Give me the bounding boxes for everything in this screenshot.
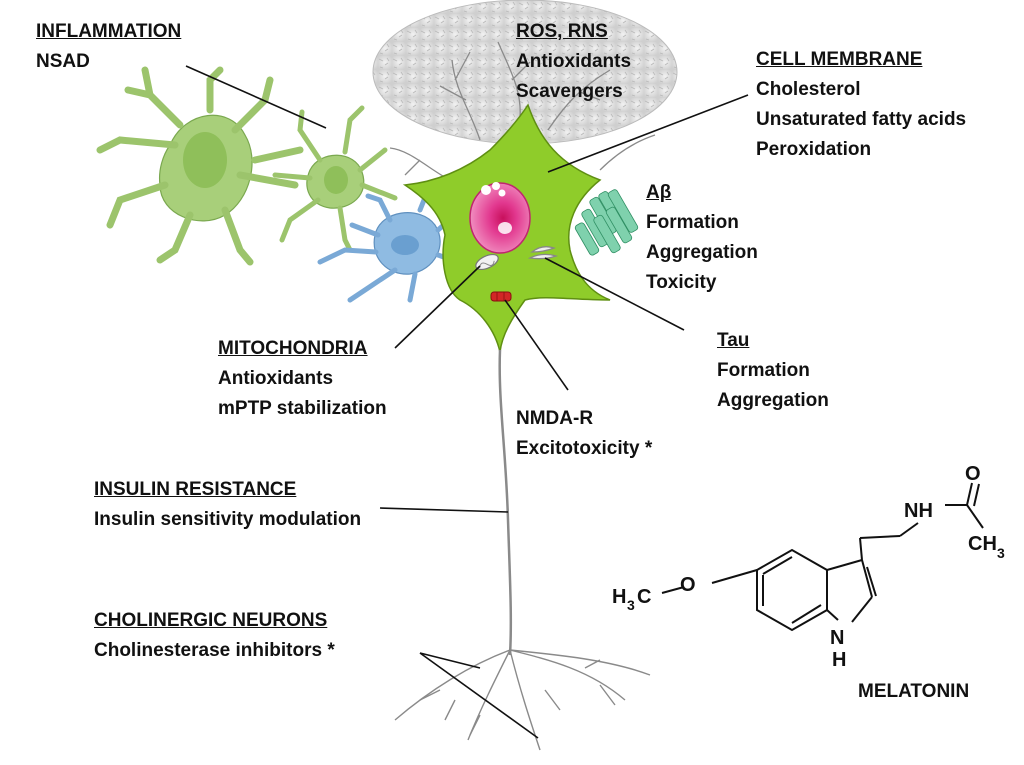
label-mitochondria: MITOCHONDRIA Antioxidants mPTP stabiliza…: [218, 334, 387, 424]
pointer-tau: [544, 257, 685, 331]
atom-nh: NH: [904, 500, 933, 522]
mitochondria-organelle: [475, 253, 499, 271]
label-cholinergic-title: CHOLINERGIC NEURONS: [94, 610, 328, 631]
pointer-cell-membrane: [547, 94, 749, 173]
melatonin-structure: [661, 482, 984, 632]
label-nmda-title: NMDA-R: [516, 408, 594, 429]
label-tau-line-1: Formation: [717, 360, 810, 381]
label-abeta-title: Aβ: [646, 182, 672, 203]
label-ros-rns-line-2: Scavengers: [516, 81, 623, 102]
microglia-cell: [96, 66, 304, 266]
label-tau-line-2: Aggregation: [717, 390, 829, 411]
label-ros-rns: ROS, RNS Antioxidants Scavengers: [516, 17, 631, 107]
label-cell-membrane: CELL MEMBRANE Cholesterol Unsaturated fa…: [756, 45, 966, 165]
atom-o-carbonyl: O: [965, 463, 981, 485]
label-nmda-line-1: Excitotoxicity *: [516, 438, 653, 459]
atom-ch3-subscript: 3: [997, 545, 1005, 561]
label-mitochondria-title: MITOCHONDRIA: [218, 338, 368, 359]
label-cell-membrane-line-2: Unsaturated fatty acids: [756, 109, 967, 130]
amyloid-fibrils: [574, 189, 639, 256]
pointer-mitochondria: [394, 265, 481, 349]
axon-terminals: [394, 649, 651, 751]
melatonin-name: MELATONIN: [858, 681, 970, 702]
pointer-nmda: [504, 299, 569, 391]
label-insulin-line-1: Insulin sensitivity modulation: [94, 509, 362, 530]
pointer-cholinergic-b: [419, 652, 539, 739]
nucleolus: [498, 222, 512, 234]
atom-ch3: CH: [968, 533, 997, 555]
label-melatonin: MELATONIN: [858, 677, 969, 707]
tau-organelle: [527, 246, 559, 260]
atom-h3c-h: H: [612, 586, 626, 608]
label-nmda: NMDA-R Excitotoxicity *: [516, 404, 652, 464]
label-tau: Tau Formation Aggregation: [717, 326, 829, 416]
atom-o-methoxy: O: [680, 574, 696, 596]
pointer-inflammation: [185, 65, 327, 129]
axon: [498, 349, 513, 656]
atom-h3c-subscript: 3: [627, 597, 635, 613]
label-inflammation: INFLAMMATION NSAD: [36, 17, 181, 77]
label-abeta-line-1: Formation: [646, 212, 739, 233]
label-inflammation-line: NSAD: [36, 51, 90, 72]
microglia-small-cell: [272, 105, 398, 253]
nucleolus-dots: [481, 182, 506, 197]
nmda-receptor: [490, 291, 512, 302]
nucleus: [469, 182, 531, 254]
label-abeta-line-3: Toxicity: [646, 272, 717, 293]
pointer-cholinergic-a: [419, 652, 481, 669]
label-ros-rns-title: ROS, RNS: [516, 21, 608, 42]
atom-h: H: [832, 649, 846, 671]
label-abeta: Aβ Formation Aggregation Toxicity: [646, 178, 758, 298]
atom-n: N: [830, 627, 844, 649]
label-mitochondria-line-2: mPTP stabilization: [218, 398, 387, 419]
dendrites: [389, 41, 656, 181]
pointer-insulin: [379, 507, 509, 513]
pointer-lines: [185, 65, 749, 739]
label-cell-membrane-title: CELL MEMBRANE: [756, 49, 923, 70]
melatonin-atoms: O NH CH 3 H 3 C O N H: [612, 463, 1005, 671]
label-cell-membrane-line-1: Cholesterol: [756, 79, 861, 100]
label-mitochondria-line-1: Antioxidants: [218, 368, 334, 389]
label-abeta-line-2: Aggregation: [646, 242, 758, 263]
label-insulin-resistance: INSULIN RESISTANCE Insulin sensitivity m…: [94, 475, 361, 535]
label-cholinergic-line-1: Cholinesterase inhibitors *: [94, 640, 335, 661]
label-cholinergic-neurons: CHOLINERGIC NEURONS Cholinesterase inhib…: [94, 606, 335, 666]
label-ros-rns-line-1: Antioxidants: [516, 51, 632, 72]
label-inflammation-title: INFLAMMATION: [36, 21, 182, 42]
label-tau-title: Tau: [717, 330, 750, 351]
label-cell-membrane-line-3: Peroxidation: [756, 139, 872, 160]
atom-h3c-c: C: [637, 586, 651, 608]
label-insulin-title: INSULIN RESISTANCE: [94, 479, 297, 500]
